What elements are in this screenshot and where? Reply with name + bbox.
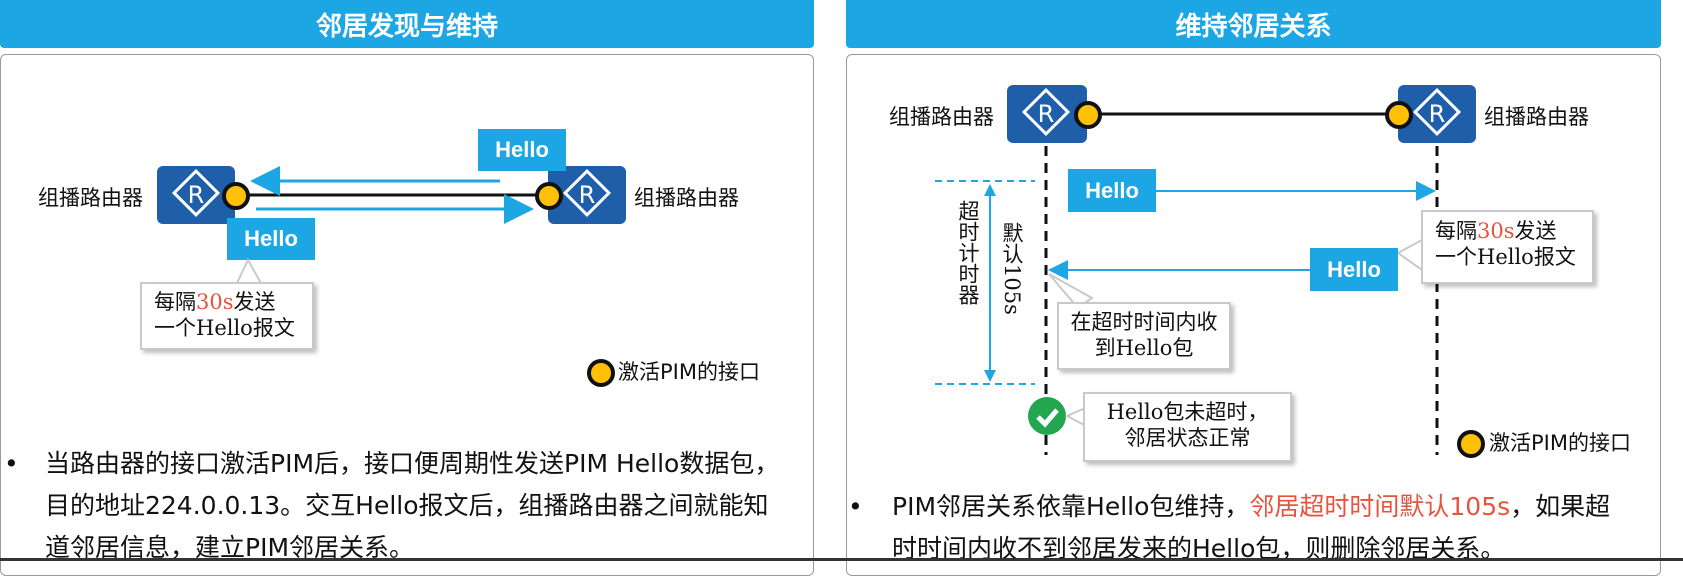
left-legend-label: 激活PIM的接口 xyxy=(618,360,760,384)
right-bullet-line2: 时时间内收不到邻居发来的Hello包，则删除邻居关系。 xyxy=(892,534,1506,563)
right-panel xyxy=(846,54,1661,576)
right-callout-timeout: 在超时时间内收 到Hello包 xyxy=(1057,302,1231,370)
right-router-a: R xyxy=(1007,85,1087,143)
right-legend-port-icon xyxy=(1457,430,1485,458)
left-legend-port-icon xyxy=(587,359,615,387)
left-panel xyxy=(0,54,814,576)
right-legend-label: 激活PIM的接口 xyxy=(1489,431,1631,455)
left-bullet-line3: 道邻居信息，建立PIM邻居关系。 xyxy=(45,533,415,562)
right-callout-timeout-line2: 到Hello包 xyxy=(1094,336,1194,360)
right-router-a-port xyxy=(1074,101,1102,129)
right-callout-interval: 每隔30s发送 一个Hello报文 xyxy=(1421,210,1594,284)
right-bullet-highlight: 邻居超时时间默认105s xyxy=(1249,492,1511,521)
right-bullet-line1: PIM邻居关系依靠Hello包维持，邻居超时时间默认105s，如果超 xyxy=(892,486,1610,528)
left-hello-top: Hello xyxy=(478,129,566,171)
router-icon: R xyxy=(1428,100,1446,128)
left-router-b-label: 组播路由器 xyxy=(634,186,739,210)
right-callout-interval-line2: 一个Hello报文 xyxy=(1435,245,1576,269)
right-callout-timeout-line1: 在超时时间内收 xyxy=(1070,310,1218,334)
right-hello-2: Hello xyxy=(1310,248,1398,291)
router-icon: R xyxy=(187,181,205,209)
right-bullet-text-b: ，如果超 xyxy=(1510,492,1611,521)
left-callout: 每隔30s发送 一个Hello报文 xyxy=(140,282,314,350)
left-bullet-line2: 目的地址224.0.0.13。交互Hello报文后，组播路由器之间就能知 xyxy=(45,491,769,520)
right-router-b-label: 组播路由器 xyxy=(1484,105,1589,129)
right-callout-ok-line1: Hello包未超时， xyxy=(1106,400,1269,424)
right-panel-title: 维持邻居关系 xyxy=(846,0,1661,48)
router-icon: R xyxy=(578,181,596,209)
right-callout-interval-line1: 每隔30s发送 xyxy=(1435,219,1557,243)
router-icon: R xyxy=(1037,100,1055,128)
left-hello-bottom: Hello xyxy=(227,218,315,260)
left-link-diagram xyxy=(236,166,548,224)
left-router-a-label: 组播路由器 xyxy=(38,186,143,210)
right-timer-label: 超时计时器 xyxy=(956,200,980,305)
left-router-a-port xyxy=(222,182,250,210)
left-callout-line2: 一个Hello报文 xyxy=(154,316,295,340)
right-bullet-text-a: PIM邻居关系依靠Hello包维持， xyxy=(892,492,1250,521)
bottom-rule xyxy=(0,558,1683,561)
right-callout-ok-line2: 邻居状态正常 xyxy=(1124,426,1251,450)
left-router-b-port xyxy=(535,182,563,210)
right-router-b-port xyxy=(1385,101,1413,129)
right-router-a-label: 组播路由器 xyxy=(889,105,994,129)
left-panel-title: 邻居发现与维持 xyxy=(0,0,814,48)
left-router-b: R xyxy=(548,166,626,224)
right-check-icon xyxy=(1028,397,1066,435)
right-hello-1: Hello xyxy=(1068,169,1156,212)
right-bullet-dot: • xyxy=(848,492,863,521)
right-callout-ok: Hello包未超时， 邻居状态正常 xyxy=(1083,392,1292,462)
left-callout-line1: 每隔30s发送 xyxy=(154,290,276,314)
right-timer-default: 默认105s xyxy=(1000,222,1024,315)
left-bullet-line1: 当路由器的接口激活PIM后，接口便周期性发送PIM Hello数据包， xyxy=(45,449,780,478)
left-bullet-dot: • xyxy=(4,449,19,478)
